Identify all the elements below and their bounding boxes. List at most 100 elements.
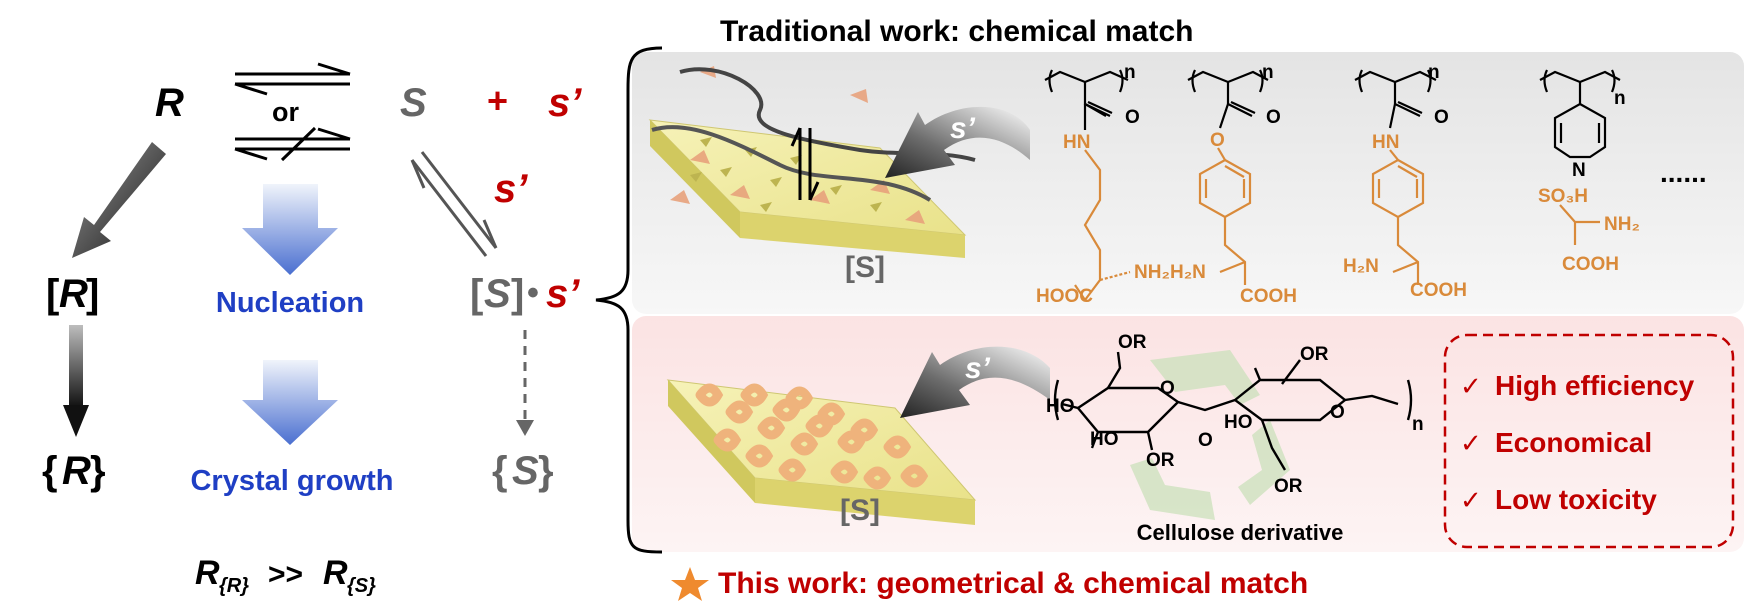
this-work-surface-label: [S] <box>840 494 880 527</box>
s-crystal-letter: S <box>512 449 539 493</box>
p1-o: O <box>1125 107 1140 128</box>
s-complex-close: ] <box>511 272 524 316</box>
crystal-growth-label: Crystal growth <box>190 465 393 497</box>
polymer-structure-2 <box>1187 69 1269 285</box>
complex-dot: • <box>527 274 539 312</box>
cell-n: n <box>1412 414 1424 435</box>
cell-or-3: OR <box>1300 344 1329 365</box>
p1-hn: HN <box>1063 132 1090 153</box>
p2-n: n <box>1262 62 1274 83</box>
nucleation-label: Nucleation <box>216 287 364 319</box>
s-label: S <box>400 81 427 125</box>
advantage-1: ✓ High efficiency <box>1460 370 1695 401</box>
traditional-s-prime-label: s’ <box>950 112 976 145</box>
or-label: or <box>272 97 299 127</box>
s-crystal-close: } <box>538 449 554 493</box>
r-nucleus-close: ] <box>86 272 99 316</box>
s-prime-middle: s’ <box>494 167 528 211</box>
r-crystal-close: } <box>90 449 106 493</box>
helical-chains <box>695 383 929 490</box>
cell-ho-2: HO <box>1090 429 1119 450</box>
polymer-structure-3 <box>1354 69 1437 285</box>
cellulose-structure <box>1053 351 1413 471</box>
advantage-3: ✓ Low toxicity <box>1460 484 1657 515</box>
blocked-equilibrium-arrow <box>234 126 351 162</box>
recycle-icon <box>1130 350 1290 520</box>
r-to-crystal-arrow <box>72 142 166 258</box>
crystal-growth-arrow <box>242 360 338 445</box>
s-complex-open: [ <box>470 272 483 316</box>
advantage-2: ✓ Economical <box>1460 427 1652 458</box>
r-crystal-letter: R <box>62 449 91 493</box>
p4-ring-n: N <box>1572 160 1586 181</box>
p1-n: n <box>1124 62 1136 83</box>
rate-sub1: {R} <box>219 575 249 597</box>
p3-o: O <box>1434 107 1449 128</box>
this-work-title: This work: geometrical & chemical match <box>718 567 1308 600</box>
cell-o-ring-1: O <box>1160 378 1175 399</box>
s-growth-dashed-arrow <box>516 330 534 436</box>
p4-n: n <box>1614 88 1626 109</box>
s-complex-letter: S <box>484 272 511 316</box>
r-label: R <box>155 81 184 125</box>
check-icon: ✓ <box>1460 485 1482 515</box>
rate-r1: R <box>195 554 220 592</box>
p3-amine: H₂N <box>1343 256 1379 277</box>
r-crystal-open: { <box>42 449 58 493</box>
advantage-label: Low toxicity <box>1495 484 1657 515</box>
p4-amine: NH₂ <box>1604 214 1640 235</box>
rate-expression: R {R} >> R {S} <box>195 554 376 597</box>
r-growth-arrow <box>63 325 89 437</box>
adsorption-equilibrium-arrow <box>790 127 820 201</box>
this-work-s-prime-arrow <box>900 346 1050 418</box>
more-structures-ellipsis: ...... <box>1660 157 1707 188</box>
r-nucleus-open: [ <box>46 272 59 316</box>
p2-amine: H₂N <box>1170 262 1206 283</box>
traditional-s-prime-arrow <box>885 106 1030 178</box>
traditional-surface-label: [S] <box>845 251 885 284</box>
p2-o2: O <box>1210 130 1225 151</box>
polymer-chain-2 <box>651 125 932 202</box>
polymer-structure-1 <box>1044 69 1131 301</box>
rate-sub2: {S} <box>347 575 376 597</box>
s-complex-equilibrium <box>410 151 498 257</box>
this-work-s-prime-label: s’ <box>965 352 991 385</box>
check-icon: ✓ <box>1460 428 1482 458</box>
p2-cooh: COOH <box>1240 286 1297 307</box>
cellulose-label: Cellulose derivative <box>1137 520 1344 545</box>
advantage-label: High efficiency <box>1495 370 1695 401</box>
cell-o-link: O <box>1198 430 1213 451</box>
check-icon: ✓ <box>1460 371 1482 401</box>
traditional-title: Traditional work: chemical match <box>720 15 1193 48</box>
cell-or-2: OR <box>1146 450 1175 471</box>
r-nucleus-letter: R <box>59 272 88 316</box>
p4-cooh: COOH <box>1562 254 1619 275</box>
cell-o-ring-2: O <box>1330 402 1345 423</box>
curly-brace <box>595 46 663 554</box>
plus-sign: + <box>487 80 508 121</box>
p3-n: n <box>1428 62 1440 83</box>
s-crystal-open: { <box>492 449 508 493</box>
cell-ho-1: HO <box>1046 396 1075 417</box>
rate-r2: R <box>323 554 348 592</box>
rate-operator: >> <box>268 558 303 591</box>
p3-hn: HN <box>1372 132 1399 153</box>
p2-o: O <box>1266 107 1281 128</box>
p4-so3h: SO₃H <box>1538 186 1588 207</box>
advantages-box <box>1443 333 1735 549</box>
advantage-label: Economical <box>1495 427 1652 458</box>
p1-amine: NH₂ <box>1134 262 1170 283</box>
traditional-surface <box>648 66 967 258</box>
cell-ho-3: HO <box>1224 412 1253 433</box>
s-prime-top: s’ <box>548 81 582 125</box>
p3-cooh: COOH <box>1410 280 1467 301</box>
p1-cooh: HOOC <box>1036 286 1093 307</box>
nucleation-arrow <box>242 184 338 275</box>
s-prime-complex: s’ <box>546 272 580 316</box>
polymer-structure-4 <box>1539 69 1621 245</box>
star-icon <box>671 567 709 601</box>
cell-or-4: OR <box>1274 476 1303 497</box>
equilibrium-arrow <box>234 62 351 96</box>
